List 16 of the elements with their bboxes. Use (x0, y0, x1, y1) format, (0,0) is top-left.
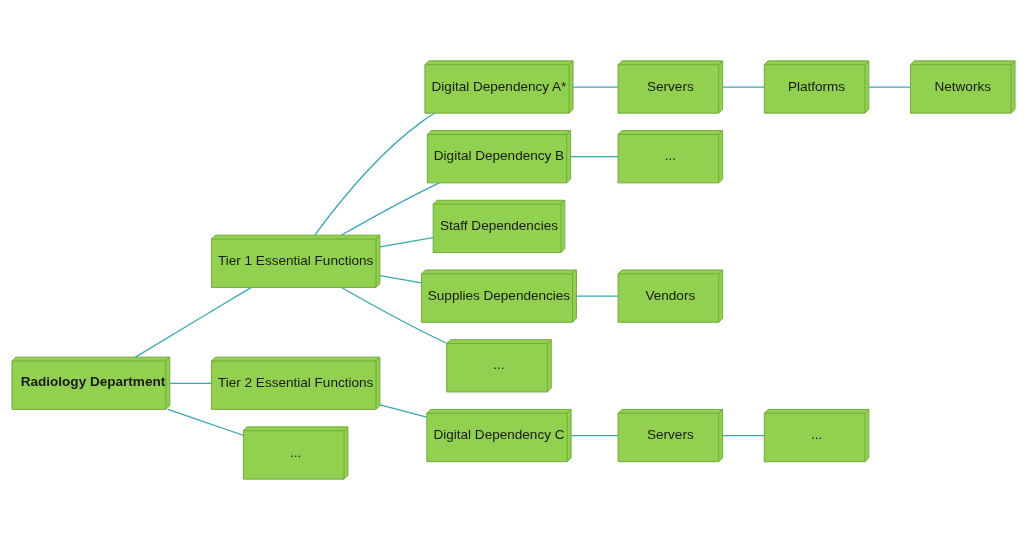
connector (572, 85, 619, 88)
connector (570, 434, 619, 436)
connector (570, 155, 619, 157)
connector (379, 236, 434, 247)
connector (314, 112, 436, 236)
connector (340, 181, 440, 236)
connector (340, 286, 447, 344)
connector (722, 434, 765, 436)
connector (575, 295, 619, 297)
connector (379, 403, 428, 418)
connector (868, 85, 911, 88)
connector (169, 382, 212, 384)
connector (167, 408, 244, 436)
connector (134, 286, 252, 358)
connector (379, 274, 423, 284)
connector (722, 85, 765, 88)
